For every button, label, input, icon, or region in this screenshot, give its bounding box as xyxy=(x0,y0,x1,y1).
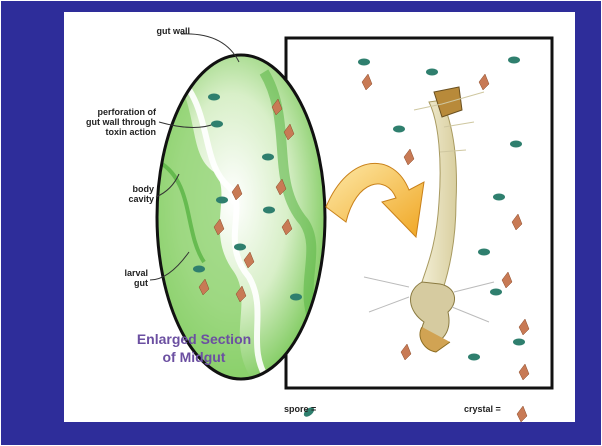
spore-icon xyxy=(510,141,522,148)
spore-icon xyxy=(508,57,520,64)
label-body-cavity: body cavity xyxy=(104,184,154,204)
label-body-cavity-line1: body xyxy=(104,184,154,194)
spore-icon xyxy=(478,249,490,256)
spore-icon xyxy=(493,194,505,201)
spore-icon xyxy=(234,244,246,251)
spore-icon xyxy=(290,294,302,301)
spore-icon xyxy=(263,207,275,214)
spore-icon xyxy=(513,339,525,346)
spore-icon xyxy=(208,94,220,101)
label-perforation-line2: gut wall through xyxy=(64,117,156,127)
legend-spore-label: spore = xyxy=(284,404,316,414)
label-larval-gut-line1: larval xyxy=(94,268,148,278)
label-larval-gut: larval gut xyxy=(94,268,148,288)
spore-icon xyxy=(262,154,274,161)
crystal-icon xyxy=(517,406,527,422)
label-larval-gut-line2: gut xyxy=(94,278,148,288)
spore-icon xyxy=(193,266,205,273)
label-perforation: perforation of gut wall through toxin ac… xyxy=(64,107,156,137)
label-perforation-line1: perforation of xyxy=(64,107,156,117)
label-perforation-line3: toxin action xyxy=(64,127,156,137)
caption-line2: of Midgut xyxy=(109,348,279,366)
spore-icon xyxy=(393,126,405,133)
spore-icon xyxy=(490,289,502,296)
spore-icon xyxy=(211,121,223,128)
label-gut-wall: gut wall xyxy=(134,26,190,36)
illustration-panel: gut wall perforation of gut wall through… xyxy=(64,12,575,422)
spore-icon xyxy=(426,69,438,76)
spore-icon xyxy=(358,59,370,66)
spore-icon xyxy=(216,197,228,204)
midgut-caption: Enlarged Section of Midgut xyxy=(109,330,279,366)
label-body-cavity-line2: cavity xyxy=(104,194,154,204)
caption-line1: Enlarged Section xyxy=(109,330,279,348)
spore-icon xyxy=(468,354,480,361)
legend-crystal-label: crystal = xyxy=(464,404,501,414)
